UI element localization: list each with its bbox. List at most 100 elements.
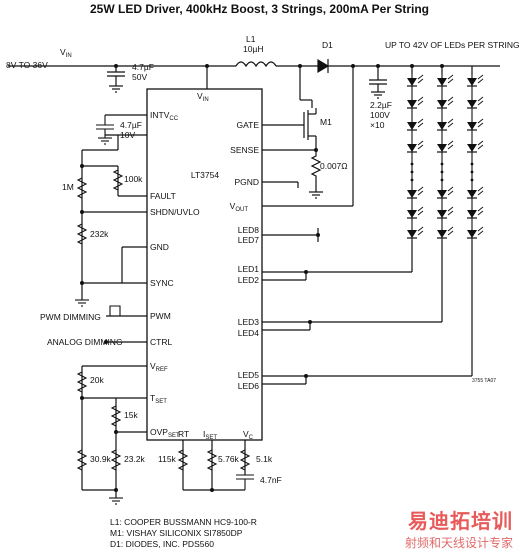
- led-icon: [407, 78, 417, 86]
- junction-dots: [80, 64, 444, 492]
- rsense-value: 0.007Ω: [320, 161, 348, 171]
- led-icon: [407, 190, 417, 198]
- pin-led1: LED1: [238, 264, 260, 274]
- cintvcc-value: 4.7µF: [120, 120, 142, 130]
- led-string-1: [407, 74, 424, 240]
- resistor-15k: [110, 405, 122, 427]
- led-icon: [467, 230, 477, 238]
- pin-intvcc: INTVCC: [150, 110, 179, 122]
- led-icon: [437, 100, 447, 108]
- pwm-pulse-symbol: [109, 305, 121, 316]
- pin-tset: TSET: [150, 393, 167, 405]
- component-notes: L1: COOPER BUSSMANN HC9-100-R M1: VISHAY…: [110, 517, 257, 550]
- r-23-2k-value: 23.2k: [124, 454, 146, 464]
- led-icon: [407, 122, 417, 130]
- r-232k-value: 232k: [90, 229, 109, 239]
- resistor-23-2k: [110, 449, 122, 471]
- c-4-7nf-value: 4.7nF: [260, 475, 282, 485]
- led-icon: [407, 144, 417, 152]
- page-title: 25W LED Driver, 400kHz Boost, 3 Strings,…: [90, 2, 429, 16]
- r-115k-value: 115k: [158, 454, 177, 464]
- led-icon: [407, 100, 417, 108]
- pin-ovpset: OVPSET: [150, 427, 180, 439]
- led-icon: [407, 230, 417, 238]
- pin-ctrl: CTRL: [150, 337, 172, 347]
- r-20k-value: 20k: [90, 375, 104, 385]
- led-string-3: [467, 74, 484, 240]
- drawing-code: 3755 TA07: [472, 378, 496, 384]
- d1-label: D1: [322, 40, 333, 50]
- watermark-main: 易迪拓培训: [408, 509, 513, 533]
- wires: [8, 58, 500, 498]
- pin-led6: LED6: [238, 381, 260, 391]
- pin-iset: ISET: [203, 429, 217, 441]
- ground-symbol-bottom: [109, 497, 123, 505]
- r-15k-value: 15k: [124, 410, 138, 420]
- intvcc-capacitor: [96, 115, 114, 145]
- analog-dimming-label: ANALOG DIMMING: [47, 337, 123, 347]
- pin-vin: VIN: [197, 91, 209, 103]
- r-5-1k-value: 5.1k: [256, 454, 273, 464]
- pin-vref: VREF: [150, 361, 168, 373]
- cout-count: ×10: [370, 120, 385, 130]
- pin-led2: LED2: [238, 275, 260, 285]
- resistor-100k: [112, 169, 124, 191]
- watermark-sub: 射频和天线设计专家: [404, 536, 513, 550]
- note-l1: L1: COOPER BUSSMANN HC9-100-R: [110, 517, 257, 527]
- led-string-2: [437, 74, 454, 240]
- led-icon: [467, 144, 477, 152]
- resistors: [76, 169, 251, 471]
- analog-dimming-node: [103, 339, 109, 345]
- pin-fault: FAULT: [150, 191, 176, 201]
- note-m1: M1: VISHAY SILICONIX SI7850DP: [110, 528, 243, 538]
- led-icon: [467, 122, 477, 130]
- pin-pgnd: PGND: [234, 177, 259, 187]
- pin-rt: RT: [178, 429, 189, 439]
- led-icon: [407, 210, 417, 218]
- ground-symbol-left: [75, 299, 89, 307]
- r-100k-value: 100k: [124, 174, 143, 184]
- vin-range-label: 8V TO 36V: [6, 60, 48, 70]
- l1-value: 10µH: [243, 44, 264, 54]
- pin-sense: SENSE: [230, 145, 259, 155]
- led-icon: [437, 190, 447, 198]
- led-icon: [467, 210, 477, 218]
- led-strings: [407, 74, 484, 240]
- r-5-76k-value: 5.76k: [218, 454, 240, 464]
- cin-value: 4.7µF: [132, 62, 154, 72]
- resistor-30-9k: [76, 449, 88, 471]
- pin-led4: LED4: [238, 328, 260, 338]
- led-icon: [467, 78, 477, 86]
- led-icon: [467, 190, 477, 198]
- pin-sync: SYNC: [150, 278, 174, 288]
- cintvcc-voltage: 10V: [120, 130, 135, 140]
- resistor-115k: [177, 449, 189, 471]
- led-icon: [437, 144, 447, 152]
- vin-label: VIN: [60, 47, 72, 59]
- m1-label: M1: [320, 117, 332, 127]
- cin-voltage: 50V: [132, 72, 147, 82]
- resistor-1m: [76, 177, 88, 199]
- resistor-20k: [76, 371, 88, 393]
- cout-value: 2.2µF: [370, 100, 392, 110]
- r-1m-value: 1M: [62, 182, 74, 192]
- watermark: 易迪拓培训 射频和天线设计专家: [405, 505, 513, 551]
- resistor-5-76k: [206, 449, 218, 471]
- pin-gnd: GND: [150, 242, 169, 252]
- pin-led8: LED8: [238, 225, 260, 235]
- note-d1: D1: DIODES, INC. PDS560: [110, 539, 214, 549]
- cout-voltage: 100V: [370, 110, 390, 120]
- pin-gate: GATE: [236, 120, 259, 130]
- pin-vc: VC: [243, 429, 254, 441]
- pin-vout: VOUT: [230, 201, 249, 213]
- led-note: UP TO 42V OF LEDs PER STRING: [385, 40, 519, 50]
- led-icon: [437, 122, 447, 130]
- led-icon: [437, 230, 447, 238]
- pin-pwm: PWM: [150, 311, 171, 321]
- compensation-capacitor: [236, 474, 254, 490]
- ic-lt3754-body: [146, 88, 263, 441]
- resistor-5-1k: [239, 449, 251, 471]
- led-icon: [437, 78, 447, 86]
- pin-led5: LED5: [238, 370, 260, 380]
